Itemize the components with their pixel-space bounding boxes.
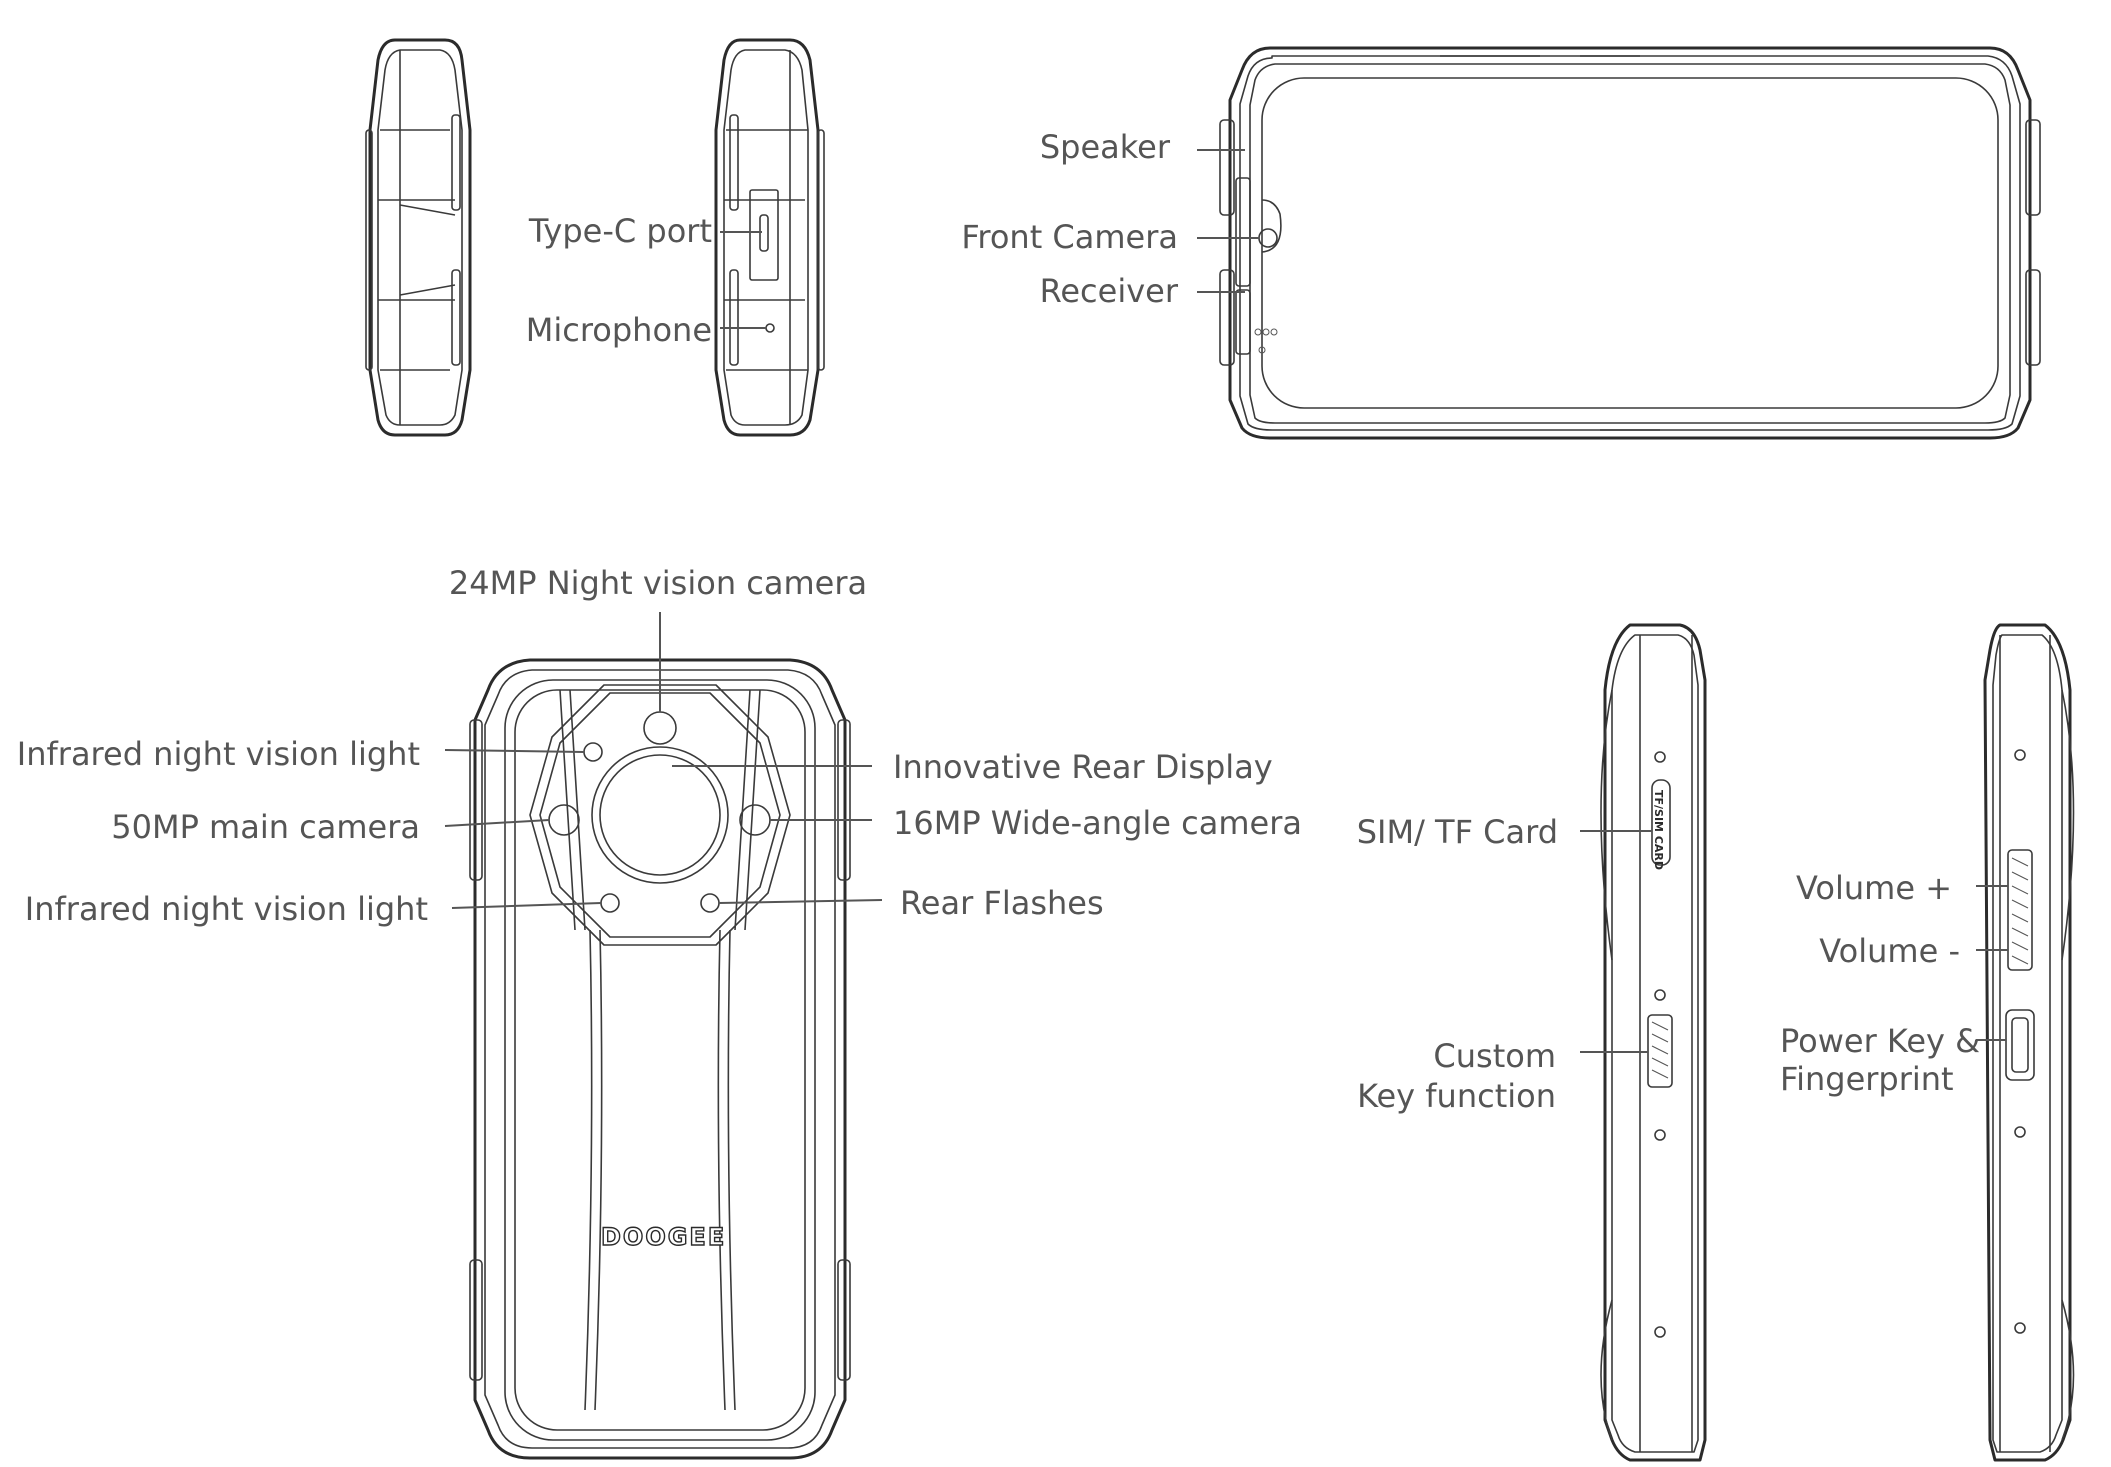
sim-slot-marking: TF/SIM CARD xyxy=(1652,790,1665,870)
night-vision-camera-lens xyxy=(643,711,677,745)
label-volume-down: Volume - xyxy=(1819,932,1960,970)
label-type-c-port: Type-C port xyxy=(528,212,712,250)
label-rear-display: Innovative Rear Display xyxy=(893,748,1273,786)
label-custom-key-line1: Custom xyxy=(1433,1037,1556,1075)
label-front-camera: Front Camera xyxy=(961,218,1178,256)
side-view-bottom-ports xyxy=(714,38,825,437)
receiver-grille xyxy=(1235,289,1251,355)
leader-lines xyxy=(444,149,2008,1053)
rear-flash xyxy=(700,893,720,913)
speaker-grille xyxy=(1235,177,1251,287)
ir-light-bottom xyxy=(600,893,620,913)
callout-labels: Speaker Front Camera Receiver Type-C por… xyxy=(17,128,1980,1115)
label-infrared-light-bottom: Infrared night vision light xyxy=(25,890,428,928)
label-wide-angle-camera: 16MP Wide-angle camera xyxy=(893,804,1302,842)
rear-display-circle xyxy=(591,746,729,884)
label-volume-up: Volume + xyxy=(1796,869,1952,907)
side-view-sim: TF/SIM CARD xyxy=(1600,623,1707,1462)
back-view: DOOGEE xyxy=(469,658,851,1460)
label-sim-tf-card: SIM/ TF Card xyxy=(1357,813,1558,851)
ir-light-top xyxy=(583,742,603,762)
label-custom-key-line2: Key function xyxy=(1357,1077,1556,1115)
side-view-keys xyxy=(1983,623,2075,1462)
label-night-vision-camera: 24MP Night vision camera xyxy=(449,564,867,602)
label-infrared-light-top: Infrared night vision light xyxy=(17,735,420,773)
label-main-camera: 50MP main camera xyxy=(111,808,420,846)
sim-tray xyxy=(1651,779,1671,866)
wide-camera-lens xyxy=(739,804,771,836)
microphone-hole xyxy=(765,323,775,333)
label-rear-flashes: Rear Flashes xyxy=(900,884,1104,922)
front-screen xyxy=(1261,77,1999,409)
volume-rocker xyxy=(2007,849,2033,971)
power-key-graphic xyxy=(2005,1009,2035,1081)
label-power-key-line1: Power Key & xyxy=(1780,1022,1980,1060)
main-camera-lens xyxy=(548,804,580,836)
label-speaker: Speaker xyxy=(1040,128,1171,166)
side-view-left-plain xyxy=(365,38,472,437)
label-receiver: Receiver xyxy=(1040,272,1179,310)
type-c-port-graphic xyxy=(749,189,779,281)
brand-logo: DOOGEE xyxy=(601,1223,726,1251)
front-view xyxy=(1219,46,2041,440)
label-power-key-line2: Fingerprint xyxy=(1780,1060,1954,1098)
label-microphone: Microphone xyxy=(526,311,712,349)
